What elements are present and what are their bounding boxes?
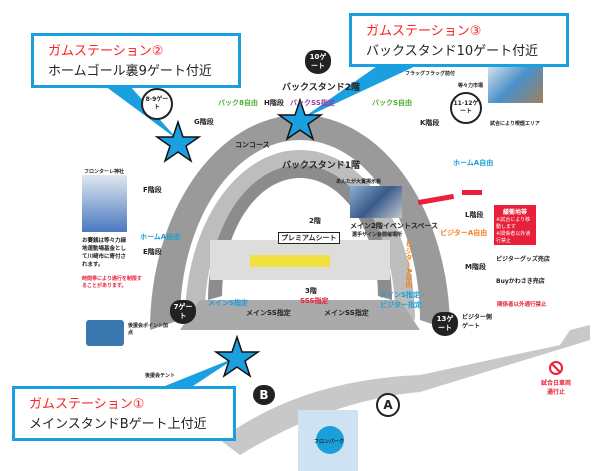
gum-station-2-callout: ガムステーション② ホームゴール裏9ゲート付近 bbox=[31, 33, 241, 88]
home-a-right-label: ホームA自由 bbox=[453, 159, 494, 167]
station-location: メインスタンドBゲート上付近 bbox=[29, 417, 207, 432]
station-name: ガムステーション② bbox=[48, 44, 164, 59]
no-entry-icon bbox=[549, 361, 563, 375]
gate-10: 10ゲート bbox=[305, 50, 331, 74]
station-location: バックスタンド10ゲート付近 bbox=[366, 44, 539, 59]
point-card-image bbox=[86, 320, 124, 346]
l-stairs-label: L階段 bbox=[465, 211, 484, 219]
gate-13: 13ゲート bbox=[432, 312, 458, 336]
m-stairs-label: M階段 bbox=[465, 263, 486, 271]
big-screen-label: あんたが大賞掲示板 bbox=[336, 179, 382, 185]
gum-station-3-callout: ガムステーション③ バックスタンド10ゲート付近 bbox=[349, 13, 569, 67]
back-ss-label: バックSS指定 bbox=[290, 99, 335, 107]
outer-stand bbox=[150, 115, 450, 330]
main-s-label: メインS指定 bbox=[208, 299, 249, 307]
main-event-sub-label: 選手サイン会開催場所 bbox=[352, 232, 403, 238]
callout-pointer-1 bbox=[160, 357, 237, 388]
callout-pointer-3 bbox=[300, 64, 420, 120]
visitor-a-vertical-label: ビジターA自由 bbox=[405, 240, 413, 288]
station-name: ガムステーション① bbox=[29, 397, 145, 412]
back-s-label: バックS自由 bbox=[372, 99, 413, 107]
smoke-note: 試合により喫煙エリア bbox=[490, 121, 540, 127]
shrine-photo bbox=[82, 175, 127, 232]
fronpark-icon bbox=[316, 426, 344, 454]
market-label: 等々力市場 bbox=[458, 83, 484, 89]
gate-7: 7ゲート bbox=[170, 300, 196, 324]
road bbox=[220, 325, 590, 455]
f-stairs-label: F階段 bbox=[143, 186, 162, 194]
premium-area bbox=[250, 255, 330, 267]
g-stairs-label: G階段 bbox=[194, 118, 214, 126]
star-icon-station-3 bbox=[276, 97, 324, 141]
flag-label: フラッグフラッグ前付 bbox=[405, 71, 456, 77]
gate-8-9: 8·9ゲート bbox=[141, 88, 173, 120]
home-a-label: ホームA自由 bbox=[140, 233, 181, 241]
main-ss-label: メインSS指定 bbox=[246, 309, 291, 317]
premium-seat-label: プレミアムシート bbox=[278, 232, 340, 244]
sss-label: SSS指定 bbox=[300, 297, 329, 305]
main-stand bbox=[180, 300, 420, 330]
gate-11-12: 11·12ゲート bbox=[450, 92, 482, 124]
fronpark-label: フロンパーク bbox=[314, 439, 345, 445]
back8-free-label: バック8自由 bbox=[218, 99, 258, 107]
buffer-note-1: ※試合により移動します bbox=[496, 217, 531, 230]
station-location: ホームゴール裏9ゲート付近 bbox=[48, 64, 212, 79]
tent-label: 後援会テント bbox=[145, 373, 176, 379]
station-name: ガムステーション③ bbox=[366, 24, 482, 39]
market-photo bbox=[488, 63, 543, 103]
back-stand-2f-label: バックスタンド2階 bbox=[282, 83, 360, 93]
gum-station-1-callout: ガムステーション① メインスタンドBゲート上付近 bbox=[12, 386, 236, 441]
shrine-label: フロンターレ神社 bbox=[84, 169, 125, 175]
back-stand-1f-label: バックスタンド1階 bbox=[282, 161, 360, 171]
concourse-label: コンコース bbox=[235, 141, 270, 149]
event-space-photo bbox=[350, 186, 402, 218]
point-label: 後援会ポイント加点 bbox=[128, 323, 169, 336]
road-closed-label: 試合日車両通行止 bbox=[540, 380, 571, 396]
h-stairs-label: H階段 bbox=[264, 99, 284, 107]
gate-a: A bbox=[376, 393, 400, 417]
premium-floor-label: 2階 bbox=[309, 217, 321, 225]
e-stairs-label: E階段 bbox=[143, 248, 162, 256]
star-icon-station-2 bbox=[154, 119, 202, 163]
buffer-zone-notice: 緩衝地帯 ※試合により移動します ※関係者以外通行禁止 bbox=[494, 205, 536, 245]
no-entry-icon-slash bbox=[551, 363, 561, 373]
k-stairs-label: K階段 bbox=[420, 119, 440, 127]
restriction-note: 時間帯により通行を制限することがあります。 bbox=[82, 276, 142, 289]
main-ss-2-label: メインSS指定 bbox=[324, 309, 369, 317]
buffer-bar bbox=[462, 190, 482, 195]
main-s-visitor-label: メインS指定・ビジター指定 bbox=[380, 291, 428, 309]
visitor-a-label: ビジターA自由 bbox=[440, 229, 488, 237]
donation-note: お賽銭は等々力緑地運動場基金として川崎市に寄付されます。 bbox=[82, 238, 127, 268]
star-icon-station-1 bbox=[213, 334, 261, 378]
gate-b: B bbox=[253, 385, 275, 405]
buffer-note-2: ※関係者以外通行禁止 bbox=[496, 231, 531, 244]
callout-pointer-2 bbox=[105, 86, 178, 140]
sss-floor-label: 3階 bbox=[305, 287, 317, 295]
buffer-bar bbox=[417, 193, 455, 206]
inner-stand bbox=[208, 165, 392, 300]
no-entry-label: 関係者以外通行禁止 bbox=[497, 302, 547, 308]
main-event-label: メイン2階イベントスペース bbox=[350, 222, 439, 230]
visitor-gate-label: ビジター側ゲート bbox=[462, 314, 492, 330]
buy-kawasaki-label: Buyかわさき売店 bbox=[496, 278, 545, 285]
visitor-goods-label: ビジターグッズ売店 bbox=[496, 256, 550, 263]
buffer-title: 緩衝地帯 bbox=[502, 209, 527, 216]
